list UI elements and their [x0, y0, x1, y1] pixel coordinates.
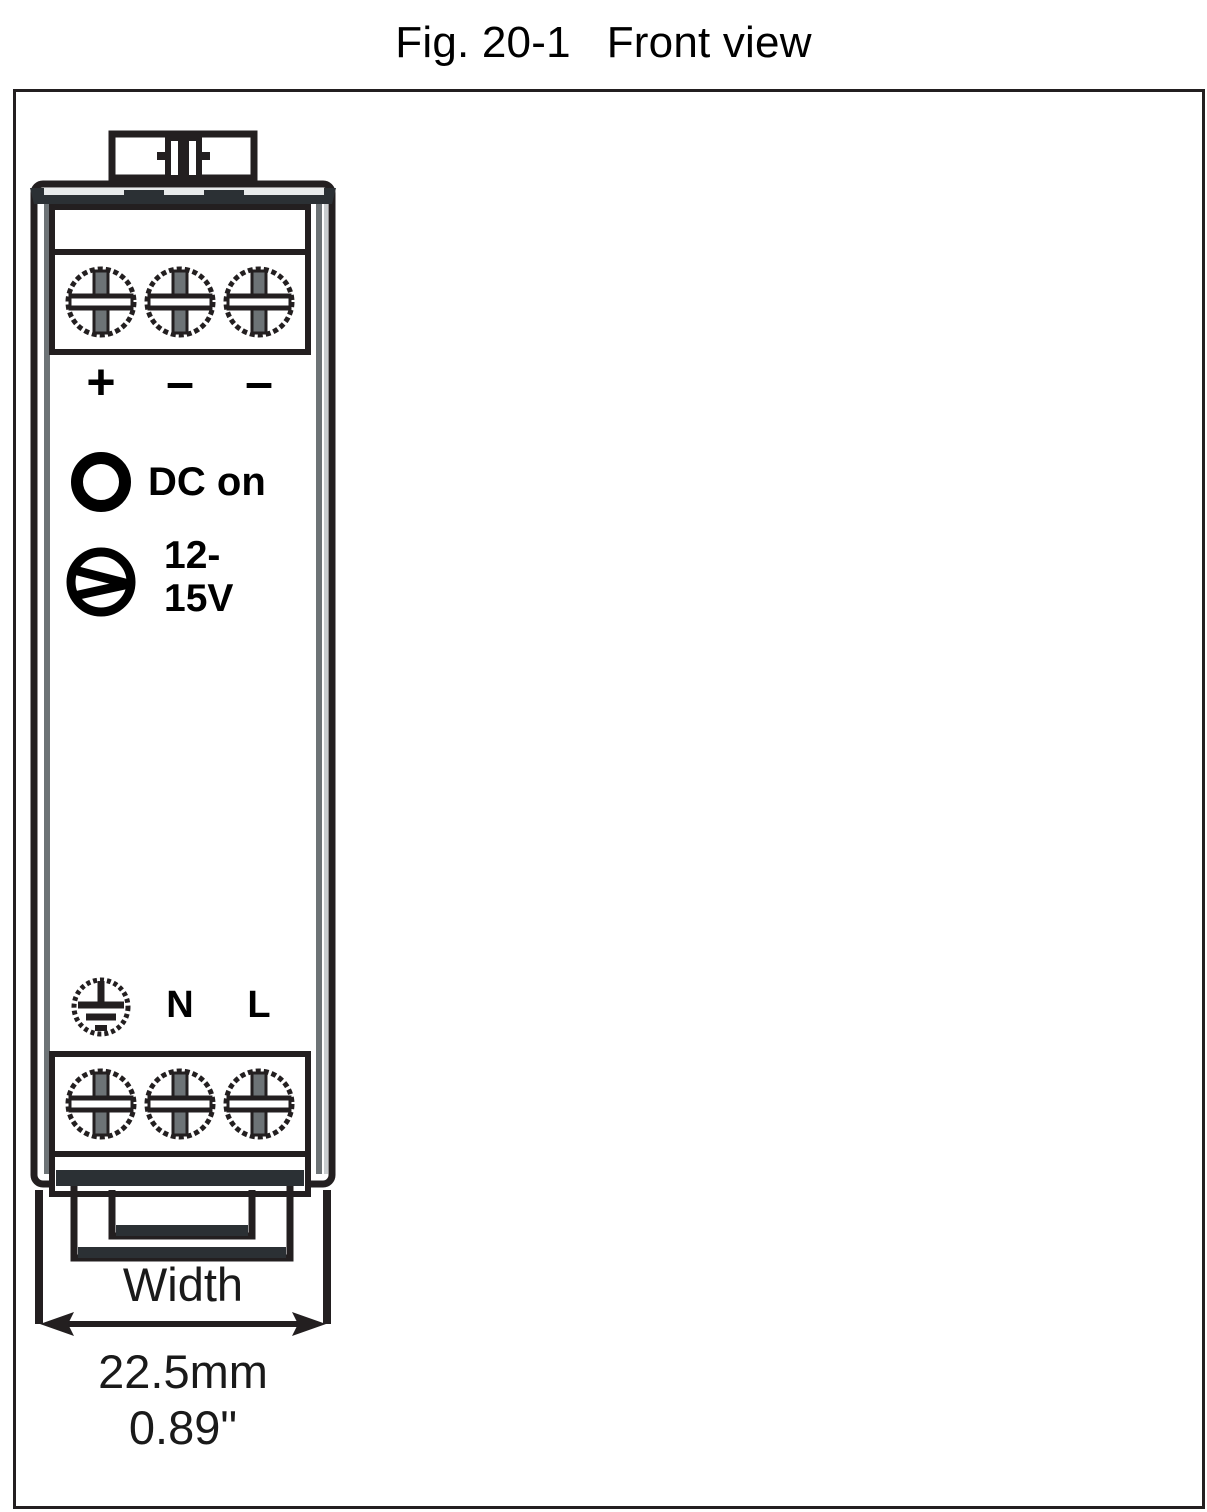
device-drawing: + – – DC on 12- 15V N L Width 22.5mm 0.8… [16, 92, 1207, 1512]
din-rail-top-hook [108, 130, 258, 182]
ac-screw-terminal-2 [147, 1071, 213, 1137]
dc-terminal-marking-2: – [166, 354, 194, 410]
ac-screw-terminal-3 [226, 1071, 292, 1137]
figure-caption: Fig. 20-1 Front view [0, 14, 1207, 72]
dc-on-led-icon [71, 452, 131, 512]
width-dimension-label: Width [122, 1258, 244, 1311]
din-rail-release-clip [70, 1186, 294, 1262]
dc-on-label: DC on [148, 460, 266, 504]
figure-number: Fig. 20-1 [395, 18, 571, 67]
ac-input-terminal-block [49, 1051, 311, 1197]
device-body [30, 180, 336, 1188]
width-value-imperial: 0.89" [128, 1401, 238, 1454]
dc-screw-terminal-3 [226, 269, 292, 335]
voltage-range-label-line1: 12- [164, 534, 221, 577]
dc-screw-terminal-2 [147, 269, 213, 335]
earth-ground-icon [71, 977, 131, 1037]
dc-terminal-marking-3: – [245, 354, 273, 410]
ac-screw-terminal-1 [68, 1071, 134, 1137]
figure-frame: + – – DC on 12- 15V N L Width 22.5mm 0.8… [13, 89, 1205, 1509]
ac-terminal-marking-n: N [166, 984, 194, 1026]
width-value-metric: 22.5mm [98, 1345, 268, 1398]
dc-output-terminal-block [49, 204, 311, 355]
voltage-range-label-line2: 15V [164, 577, 234, 620]
top-cap-band [30, 188, 336, 204]
ac-terminal-marking-l: L [247, 984, 271, 1026]
figure-title: Front view [606, 18, 812, 67]
dc-terminal-marking-1: + [86, 354, 116, 410]
dc-screw-terminal-1 [68, 269, 134, 335]
voltage-trimmer-screw-icon [66, 547, 136, 617]
width-dimension-graphic [35, 1190, 331, 1336]
